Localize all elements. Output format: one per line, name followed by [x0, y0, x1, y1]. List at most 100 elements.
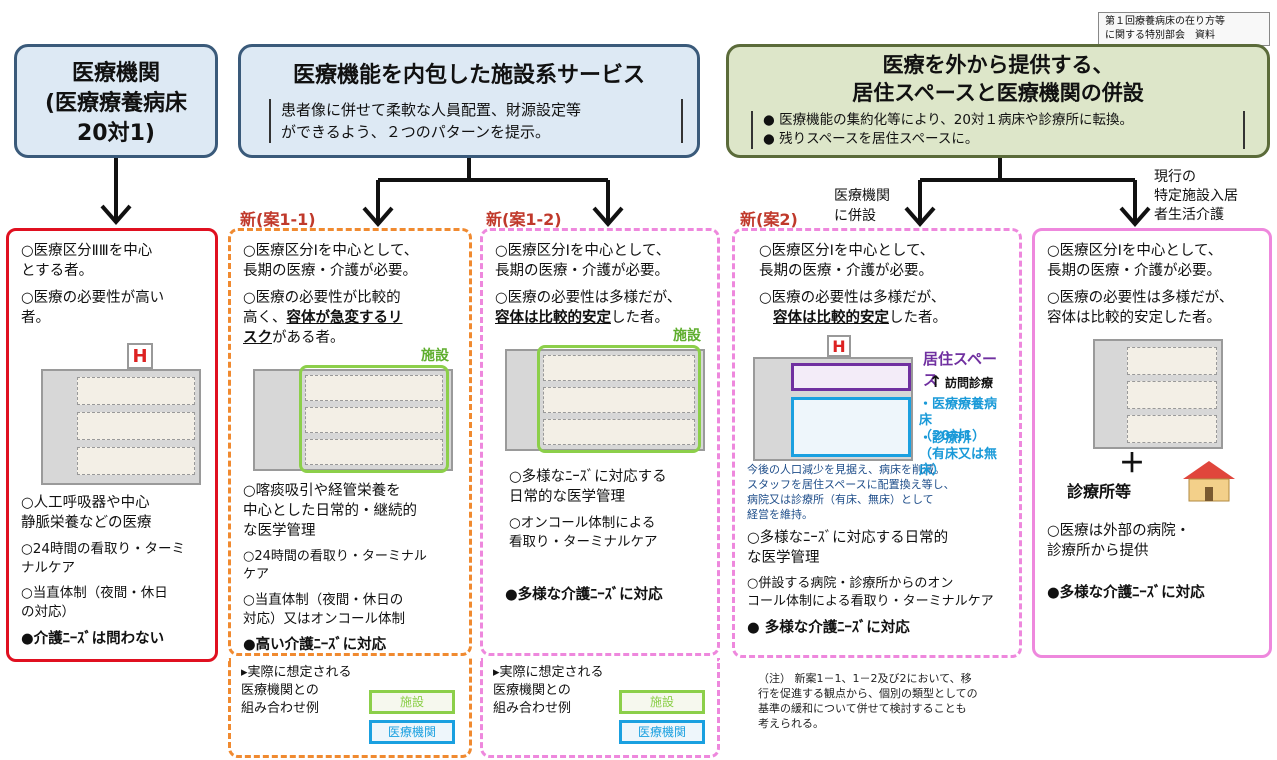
residence-floor-2 [1127, 381, 1217, 409]
col5-care-needs: ●多様な介護ﾆｰｽﾞに対応 [1047, 585, 1205, 601]
col4-medical-management: ○多様なﾆｰｽﾞに対応する日常的 な医学管理 [747, 530, 949, 567]
facility-outline-2 [537, 345, 701, 453]
col3-example-label: ▸実際に想定される 医療機関との 組み合わせ例 [493, 665, 604, 716]
col4-transition-note: 今後の人口減少を見据え、病床を削減。 スタッフを居住スペースに配置換え等し、 病… [747, 463, 955, 521]
col3-stable-condition: 容体は比較的安定 [495, 310, 611, 326]
col3-example-facility: 施設 [619, 690, 705, 714]
facility-service-subtitle: 患者像に併せて柔軟な人員配置、財源設定等 ができるよう、２つのパターンを提示。 [269, 99, 683, 143]
col2-medical-need: ○医療の必要性が比較的 高く、容体が急変するリ スクがある者。 [243, 288, 457, 348]
col2-need-text: ○医療の必要性が比較的 高く、 [243, 290, 401, 326]
col5-target-patients: ○医療区分Ⅰを中心として、 長期の医療・介護が必要。 [1047, 243, 1223, 279]
col1-target-patients: ○医療区分ⅡⅢを中心 とする者。 [21, 243, 153, 279]
medical-floors [791, 397, 911, 457]
col1-duty-system: ○当直体制（夜間・休日 の対応） [21, 585, 168, 620]
facility-service-title: 医療機能を内包した施設系サービス [292, 63, 645, 88]
bullet-consolidation: ● 医療機能の集約化等により、20対１病床や診療所に転換。 [763, 112, 1133, 128]
col2-care-needs: ●高い介護ﾆｰｽﾞに対応 [243, 637, 387, 654]
ward-floor-3 [77, 447, 195, 475]
column-specified-facility: ○医療区分Ⅰを中心として、 長期の医療・介護が必要。 ○医療の必要性は多様だが、… [1032, 228, 1272, 658]
bullet-living-space: ● 残りスペースを居住スペースに。 [763, 131, 979, 147]
col3-medical-need: ○医療の必要性は多様だが、容体は比較的安定した者。 [495, 288, 705, 328]
home-visit-label: 訪問診療 [945, 376, 994, 390]
co-located-building-illustration: H 居住スペース ↑ 訪問診療 ・医療療養病床 （20対1） ・診療所 （有床又… [747, 335, 1007, 478]
ward-floor-1 [77, 377, 195, 405]
col5-external-medical: ○医療は外部の病院・ 診療所から提供 [1047, 523, 1191, 559]
col3-target-patients: ○医療区分Ⅰを中心として、 長期の医療・介護が必要。 [495, 243, 671, 279]
header-external-medical: 医療を外から提供する、 居住スペースと医療機関の併設 ● 医療機能の集約化等によ… [726, 44, 1270, 158]
col1-medical-need: ○医療の必要性が高い 者。 [21, 290, 165, 326]
living-space-floor [791, 363, 911, 391]
col2-example-medical: 医療機関 [369, 720, 455, 744]
column-medical-institution: ○医療区分ⅡⅢを中心 とする者。 ○医療の必要性が高い 者。 H ○人工呼吸器や… [6, 228, 218, 662]
ryoyo-bed-label: ・医療療養病床 （20対1） [919, 397, 998, 444]
facility-tag-2: 施設 [673, 328, 701, 344]
facility-outline [299, 365, 449, 473]
column-plan-1-1: ○医療区分Ⅰを中心として、 長期の医療・介護が必要。 ○医療の必要性が比較的 高… [228, 228, 472, 656]
facility-building-illustration-1: 施設 [243, 348, 457, 473]
facility-floor-2 [305, 407, 443, 433]
clinic-etc-label: 診療所等 [1067, 482, 1132, 501]
label-co-located: 医療機関 に併設 [834, 188, 890, 224]
facility-tag: 施設 [421, 348, 449, 364]
col4-need-text: ○医療の必要性は多様だが、 [759, 290, 946, 306]
co-located-cross-icon: H [827, 335, 851, 357]
col3-example-box: ▸実際に想定される 医療機関との 組み合わせ例 施設 医療機関 [480, 658, 720, 758]
col1-care-needs: ●介護ﾆｰｽﾞは問わない [21, 630, 165, 647]
col4-target-patients: ○医療区分Ⅰを中心として、 長期の医療・介護が必要。 [759, 243, 935, 279]
col4-care-needs: ● 多様な介護ﾆｰｽﾞに対応 [747, 620, 910, 637]
col3-need-text: ○医療の必要性は多様だが、 [495, 290, 682, 306]
hospital-building-illustration: H [21, 335, 203, 485]
col1-ventilator-care: ○人工呼吸器や中心 静脈栄養などの医療 [21, 495, 152, 531]
label-new-1-1: 新(案1-1) [240, 210, 316, 229]
document-note: 第１回療養病床の在り方等 に関する特別部会 資料 [1098, 12, 1270, 46]
col2-example-box: ▸実際に想定される 医療機関との 組み合わせ例 施設 医療機関 [228, 658, 472, 758]
col4-need-suffix: した者。 [889, 310, 947, 326]
col2-sudden-change-risk: 容体が急変するリ スク [243, 310, 403, 346]
col4-oncall-terminal-care: ○併設する病院・診療所からのオン コール体制による看取り・ターミナルケア [747, 576, 994, 610]
col2-need-suffix: がある者。 [272, 330, 345, 346]
living-space-label: 居住スペース [923, 350, 997, 389]
col3-medical-management: ○多様なﾆｰｽﾞに対応する 日常的な医学管理 [509, 469, 667, 505]
col2-example-facility: 施設 [369, 690, 455, 714]
connector-arrows [100, 158, 1151, 228]
col3-example-medical: 医療機関 [619, 720, 705, 744]
clinic-house-icon [1179, 459, 1239, 503]
house-icon [1183, 461, 1235, 502]
label-new-2: 新(案2) [740, 210, 798, 229]
residence-floor-3 [1127, 415, 1217, 443]
col2-duty-system: ○当直体制（夜間・休日の 対応）又はオンコール体制 [243, 591, 405, 627]
col3-care-needs: ●多様な介護ﾆｰｽﾞに対応 [505, 587, 663, 604]
col3-need-suffix: した者。 [611, 310, 669, 326]
label-current-specified-facility: 現行の 特定施設入居 者生活介護 [1154, 169, 1238, 223]
col3-oncall-terminal-care: ○オンコール体制による 看取り・ターミナルケア [509, 515, 658, 550]
facility-building-illustration-2: 施設 [495, 328, 705, 453]
col2-target-patients: ○医療区分Ⅰを中心として、 長期の医療・介護が必要。 [243, 243, 419, 279]
facility2-floor-1 [543, 355, 695, 381]
col4-medical-need: ○医療の必要性は多様だが、容体は比較的安定した者。 [759, 288, 1007, 328]
col1-terminal-care: ○24時間の看取り・ターミ ナルケア [21, 541, 185, 576]
col4-stable-condition: 容体は比較的安定 [773, 310, 889, 326]
col2-medical-management: ○喀痰吸引や経管栄養を 中心とした日常的・継続的 な医学管理 [243, 483, 417, 539]
facility-plus-clinic-illustration: ＋ 診療所等 [1047, 335, 1257, 515]
facility-floor-3 [305, 439, 443, 465]
header-medical-institution: 医療機関 (医療療養病床 20対1) [14, 44, 218, 158]
footnote: （注） 新案1－1、1－2及び2において、移 行を促進する観点から、個別の類型と… [758, 672, 978, 730]
col2-example-label: ▸実際に想定される 医療機関との 組み合わせ例 [241, 665, 352, 716]
visit-arrow: ↑ [929, 372, 943, 391]
ward-floor-2 [77, 412, 195, 440]
header-facility-service: 医療機能を内包した施設系サービス 患者像に併せて柔軟な人員配置、財源設定等 がで… [238, 44, 700, 158]
clinic-label: ・診療所 （有床又は無床） [919, 431, 998, 478]
column-plan-2: ○医療区分Ⅰを中心として、 長期の医療・介護が必要。 ○医療の必要性は多様だが、… [732, 228, 1022, 658]
facility-floor-1 [305, 375, 443, 401]
column-plan-1-2: ○医療区分Ⅰを中心として、 長期の医療・介護が必要。 ○医療の必要性は多様だが、… [480, 228, 720, 656]
col2-terminal-care: ○24時間の看取り・ターミナル ケア [243, 549, 427, 582]
facility2-floor-3 [543, 419, 695, 445]
facility2-floor-2 [543, 387, 695, 413]
label-new-1-2: 新(案1-2) [486, 210, 562, 229]
residence-floor-1 [1127, 347, 1217, 375]
plus-sign: ＋ [1119, 449, 1146, 479]
col5-medical-need: ○医療の必要性は多様だが、 容体は比較的安定した者。 [1047, 290, 1234, 326]
external-medical-title: 医療を外から提供する、 居住スペースと医療機関の併設 [852, 53, 1144, 105]
hospital-cross-icon: H [127, 343, 153, 369]
external-medical-bullets: ● 医療機能の集約化等により、20対１病床や診療所に転換。 ● 残りスペースを居… [751, 111, 1245, 149]
